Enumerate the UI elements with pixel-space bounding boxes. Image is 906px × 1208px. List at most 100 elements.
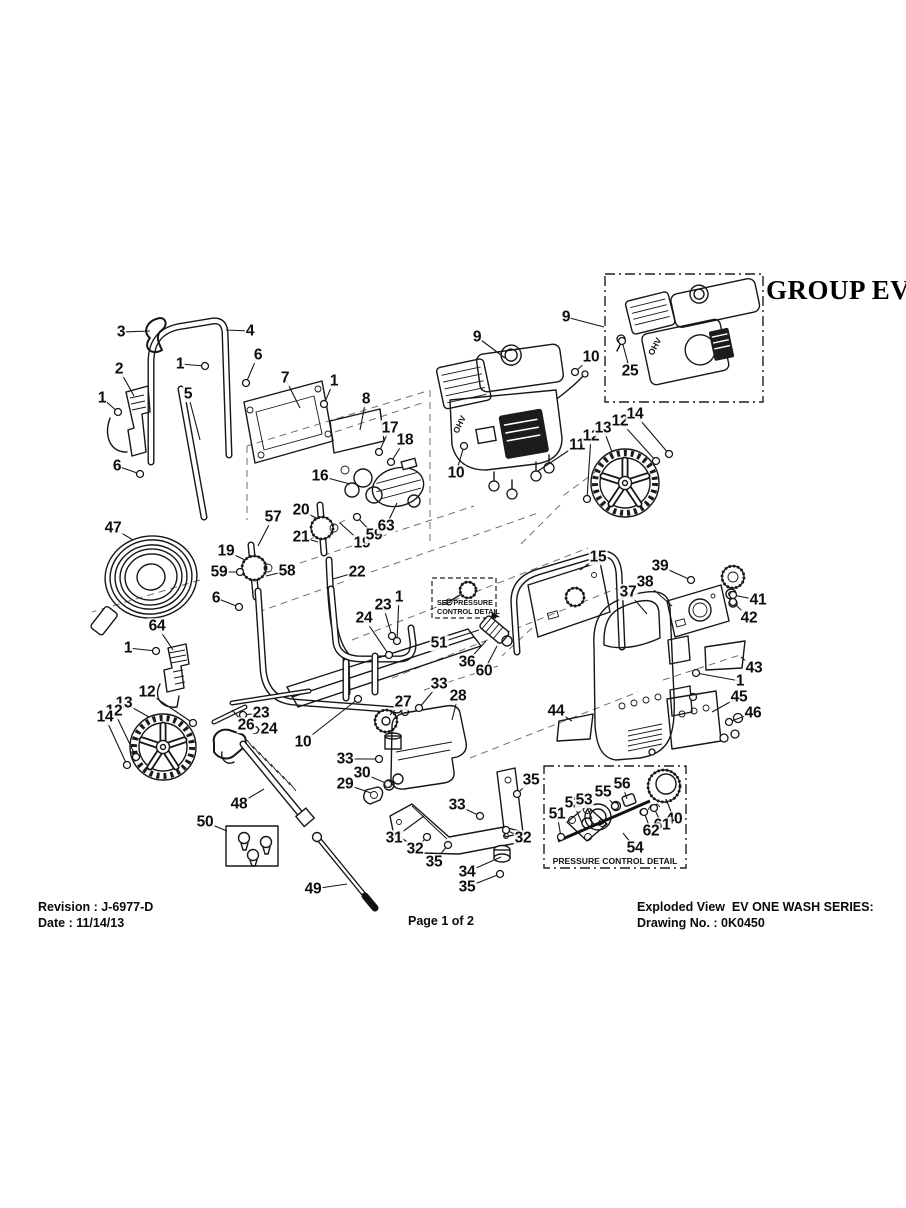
spray-wand — [311, 831, 379, 912]
fastener-12 — [582, 494, 592, 504]
group-engine-ohv-text: OHV — [646, 336, 664, 357]
part-label-35: 35 — [457, 878, 477, 896]
part-label-34: 34 — [457, 863, 477, 881]
group-title: GROUP EV — [766, 275, 906, 305]
part-label-29: 29 — [335, 775, 355, 793]
part-label-57: 57 — [263, 508, 283, 526]
handle-assembly — [106, 317, 385, 521]
fastener-41 — [728, 590, 738, 600]
part-label-1: 1 — [328, 372, 340, 390]
part-label-12: 12 — [137, 683, 157, 701]
detail-caption: PRESSURE CONTROL DETAIL — [553, 856, 678, 866]
part-label-23: 23 — [373, 596, 393, 614]
fastener-55 — [610, 801, 620, 811]
pressure-control-detail: PRESSURE CONTROL DETAIL — [543, 765, 687, 869]
footer-date: Date : 11/14/13 — [38, 916, 125, 930]
detail-rod-54 — [557, 799, 651, 843]
fastener-51 — [556, 832, 566, 842]
part-label-58: 58 — [277, 562, 297, 580]
part-label-10: 10 — [446, 464, 466, 482]
panel-part7 — [243, 380, 334, 464]
fastener-6 — [241, 378, 251, 388]
main-engine: OHV — [435, 343, 589, 500]
part-label-35: 35 — [521, 771, 541, 789]
fastener-59 — [352, 512, 362, 522]
bracket-part2 — [106, 385, 151, 457]
leader-line-12 — [586, 435, 592, 500]
part-label-46: 46 — [743, 704, 763, 722]
part-label-10: 10 — [581, 348, 601, 366]
fastener-62 — [639, 807, 649, 817]
fastener-42 — [728, 597, 738, 607]
part-label-1: 1 — [734, 672, 746, 690]
part-label-1: 1 — [122, 639, 134, 657]
left-wheel — [129, 713, 197, 781]
part-label-28: 28 — [448, 687, 468, 705]
part-label-51: 51 — [429, 634, 449, 652]
fastener-33 — [374, 754, 384, 764]
carry-handle-15 — [510, 550, 626, 656]
knob-39 — [720, 564, 746, 590]
part-label-10: 10 — [293, 733, 313, 751]
fastener-61 — [649, 803, 659, 813]
part-label-6: 6 — [111, 457, 123, 475]
leader-line-14 — [104, 716, 128, 766]
part-label-8: 8 — [360, 390, 372, 408]
fastener-10 — [459, 441, 469, 451]
inset-note-line1: SEE PRESSURE — [437, 598, 493, 607]
screws-46 — [719, 712, 744, 743]
part-label-26: 26 — [236, 716, 256, 734]
part-label-62: 62 — [641, 822, 661, 840]
see-detail-inset: SEE PRESSURE CONTROL DETAIL — [431, 577, 500, 619]
part-label-11: 11 — [568, 436, 586, 454]
part-label-6: 6 — [252, 346, 264, 364]
part-label-59: 59 — [209, 563, 229, 581]
right-wheel — [590, 448, 660, 518]
part-label-12: 12 — [610, 412, 630, 430]
part-label-6: 6 — [210, 589, 222, 607]
detergent-tank — [363, 704, 467, 805]
part-label-21: 21 — [291, 528, 311, 546]
fastener-32 — [501, 825, 511, 835]
panel-hook-64 — [156, 643, 190, 708]
group-engine: OHV — [616, 278, 761, 386]
fastener-30 — [383, 779, 393, 789]
fastener-32 — [422, 832, 432, 842]
fastener-24 — [384, 650, 394, 660]
part-label-16: 16 — [310, 467, 330, 485]
fastener-33 — [414, 703, 424, 713]
part-label-64: 64 — [147, 617, 167, 635]
part-label-53: 53 — [574, 791, 594, 809]
part-label-55: 55 — [593, 783, 613, 801]
part-label-37: 37 — [618, 583, 638, 601]
fastener-1 — [319, 399, 329, 409]
part-label-24: 24 — [259, 720, 279, 738]
part-label-18: 18 — [395, 431, 415, 449]
cart-frame — [254, 585, 482, 717]
hose-coil — [104, 535, 198, 619]
part-label-35: 35 — [424, 853, 444, 871]
unloader-valve — [479, 615, 513, 647]
fastener-10 — [353, 694, 363, 704]
part-label-45: 45 — [729, 688, 749, 706]
fastener-35 — [512, 789, 522, 799]
part-label-48: 48 — [229, 795, 249, 813]
engine-foot-bolts — [488, 454, 555, 500]
elbow-29 — [363, 786, 384, 805]
part-label-43: 43 — [744, 659, 764, 677]
part-label-42: 42 — [739, 609, 759, 627]
part-label-36: 36 — [457, 653, 477, 671]
axle-rods — [211, 688, 312, 725]
footer-drawing-no: Drawing No. : 0K0450 — [637, 916, 765, 930]
part-label-1: 1 — [174, 355, 186, 373]
fastener-33 — [475, 811, 485, 821]
nozzle-2 — [259, 835, 273, 855]
fastener-1 — [151, 646, 161, 656]
part-label-60: 60 — [474, 662, 494, 680]
part-label-41: 41 — [748, 591, 768, 609]
inset-note-line2: CONTROL DETAIL — [437, 607, 500, 616]
part-label-9: 9 — [471, 328, 483, 346]
part-label-33: 33 — [335, 750, 355, 768]
fastener-18 — [386, 457, 396, 467]
inset-arrow — [491, 612, 500, 618]
